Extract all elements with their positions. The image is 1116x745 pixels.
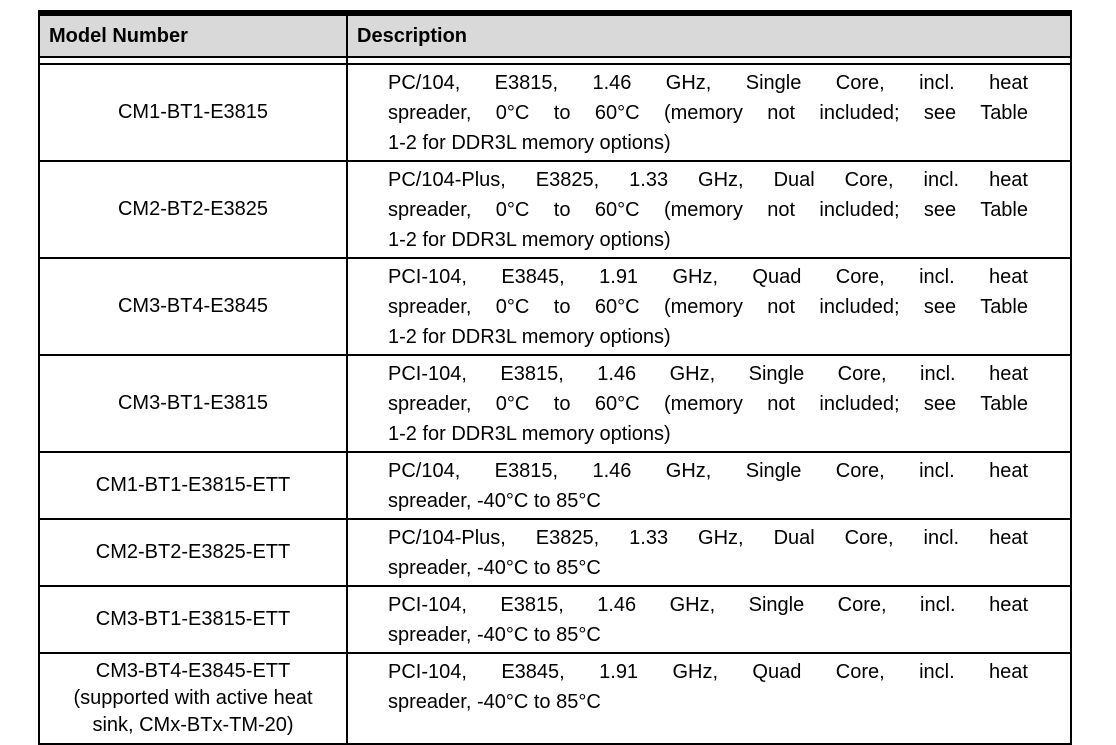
description-line: spreader, -40°C to 85°C <box>388 691 601 713</box>
model-number-text: CM2-BT2-E3825-ETT <box>95 541 291 563</box>
description-line: PCI-104, E3815, 1.46 GHz, Single Core, i… <box>388 363 1028 385</box>
table-header-row: Model Number Description <box>40 16 1070 58</box>
description-cell: PC/104, E3815, 1.46 GHz, Single Core, in… <box>346 65 1070 160</box>
description-line: spreader, -40°C to 85°C <box>388 490 601 512</box>
model-number-text: CM3-BT4-E3845 <box>117 295 269 317</box>
description-line: spreader, -40°C to 85°C <box>388 624 601 646</box>
table-row: CM3-BT1-E3815-ETT PCI-104, E3815, 1.46 GH… <box>40 587 1070 654</box>
table-row: CM3-BT4-E3845-ETT (supported with active … <box>40 654 1070 743</box>
model-number-text: CM3-BT4-E3845-ETT <box>95 660 291 682</box>
model-cell: CM3-BT4-E3845 <box>40 259 346 354</box>
model-cell: CM1-BT1-E3815-ETT <box>40 453 346 518</box>
model-number-text: CM2-BT2-E3825 <box>117 198 269 220</box>
description-cell: PCI-104, E3845, 1.91 GHz, Quad Core, inc… <box>346 259 1070 354</box>
description-line: PC/104, E3815, 1.46 GHz, Single Core, in… <box>388 72 1028 94</box>
description-line: PC/104-Plus, E3825, 1.33 GHz, Dual Core,… <box>388 527 1028 549</box>
column-header-description: Description <box>346 16 1070 56</box>
description-cell: PCI-104, E3845, 1.91 GHz, Quad Core, inc… <box>346 654 1070 743</box>
model-cell: CM2-BT2-E3825 <box>40 162 346 257</box>
column-header-model-number: Model Number <box>40 16 346 56</box>
description-line: spreader, 0°C to 60°C (memory not includ… <box>388 296 1028 318</box>
description-line: 1-2 for DDR3L memory options) <box>388 326 671 348</box>
header-gap-left <box>40 58 346 63</box>
table-row: CM2-BT2-E3825-ETT PC/104-Plus, E3825, 1.3… <box>40 520 1070 587</box>
table-row: CM1-BT1-E3815 PC/104, E3815, 1.46 GHz, Si… <box>40 65 1070 162</box>
model-number-text: CM1-BT1-E3815 <box>117 101 269 123</box>
table-row: CM3-BT4-E3845 PCI-104, E3845, 1.91 GHz, Q… <box>40 259 1070 356</box>
description-line: 1-2 for DDR3L memory options) <box>388 132 671 154</box>
model-cell: CM1-BT1-E3815 <box>40 65 346 160</box>
model-number-text: CM3-BT1-E3815-ETT <box>95 608 291 630</box>
description-line: spreader, -40°C to 85°C <box>388 557 601 579</box>
description-cell: PC/104-Plus, E3825, 1.33 GHz, Dual Core,… <box>346 520 1070 585</box>
description-cell: PCI-104, E3815, 1.46 GHz, Single Core, i… <box>346 587 1070 652</box>
table-row: CM1-BT1-E3815-ETT PC/104, E3815, 1.46 GHz… <box>40 453 1070 520</box>
description-line: spreader, 0°C to 60°C (memory not includ… <box>388 102 1028 124</box>
table-row: CM2-BT2-E3825 PC/104-Plus, E3825, 1.33 GH… <box>40 162 1070 259</box>
description-line: spreader, 0°C to 60°C (memory not includ… <box>388 199 1028 221</box>
header-gap-right <box>346 58 1070 63</box>
description-line: 1-2 for DDR3L memory options) <box>388 423 671 445</box>
model-cell: CM2-BT2-E3825-ETT <box>40 520 346 585</box>
description-cell: PC/104, E3815, 1.46 GHz, Single Core, in… <box>346 453 1070 518</box>
description-line: PC/104, E3815, 1.46 GHz, Single Core, in… <box>388 460 1028 482</box>
table-row: CM3-BT1-E3815 PCI-104, E3815, 1.46 GHz, S… <box>40 356 1070 453</box>
model-cell: CM3-BT4-E3845-ETT (supported with active … <box>40 654 346 743</box>
model-cell: CM3-BT1-E3815 <box>40 356 346 451</box>
description-line: PC/104-Plus, E3825, 1.33 GHz, Dual Core,… <box>388 169 1028 191</box>
description-line: spreader, 0°C to 60°C (memory not includ… <box>388 393 1028 415</box>
description-line: PCI-104, E3815, 1.46 GHz, Single Core, i… <box>388 594 1028 616</box>
description-line: 1-2 for DDR3L memory options) <box>388 229 671 251</box>
description-line: PCI-104, E3845, 1.91 GHz, Quad Core, inc… <box>388 266 1028 288</box>
model-cell: CM3-BT1-E3815-ETT <box>40 587 346 652</box>
description-cell: PCI-104, E3815, 1.46 GHz, Single Core, i… <box>346 356 1070 451</box>
model-number-text: CM1-BT1-E3815-ETT <box>95 474 291 496</box>
model-number-text: sink, CMx-BTx-TM-20) <box>92 714 294 736</box>
model-number-text: (supported with active heat <box>73 687 313 709</box>
header-separator-gap <box>40 58 1070 65</box>
model-number-text: CM3-BT1-E3815 <box>117 392 269 414</box>
description-line: PCI-104, E3845, 1.91 GHz, Quad Core, inc… <box>388 661 1028 683</box>
description-cell: PC/104-Plus, E3825, 1.33 GHz, Dual Core,… <box>346 162 1070 257</box>
